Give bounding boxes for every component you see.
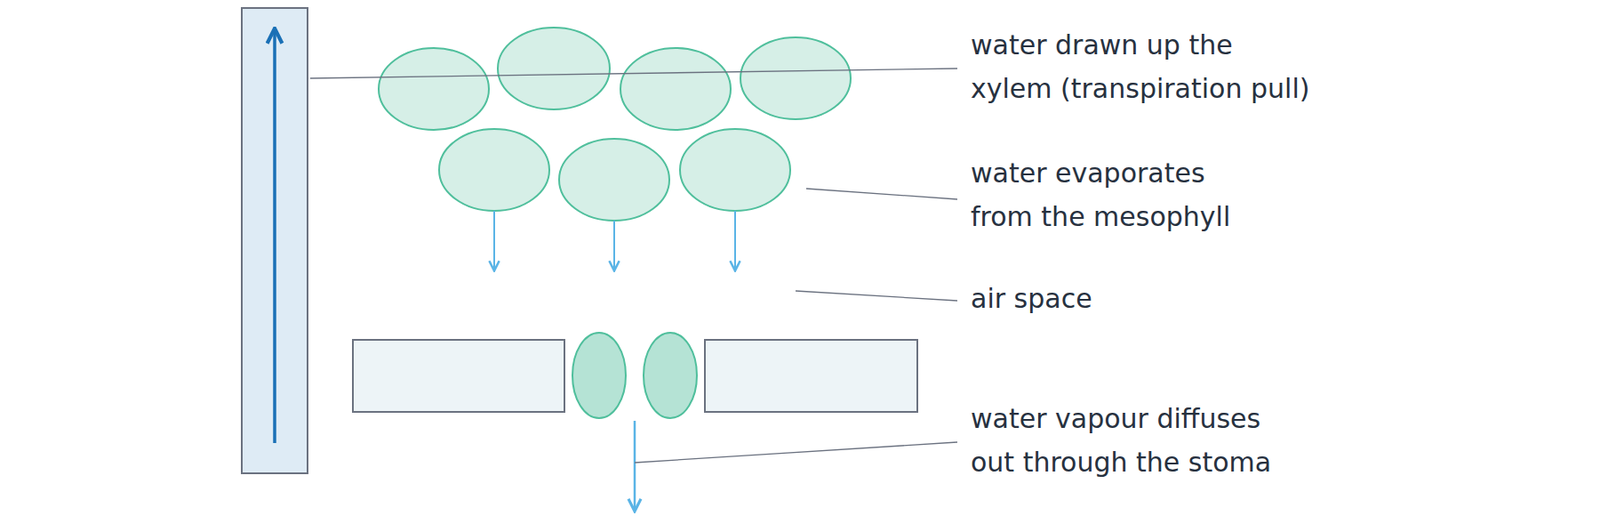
callout-label: water vapour diffuses out through the st… (970, 396, 1272, 484)
callout-label: water drawn up the xylem (transpiration … (970, 23, 1310, 111)
leader-line (795, 290, 958, 301)
evaporation-arrow (613, 220, 616, 270)
water-flow-arrow (272, 30, 277, 443)
mesophyll-cell (740, 37, 851, 120)
guard-cell (572, 332, 626, 418)
mesophyll-cell (559, 138, 670, 221)
mesophyll-cell (497, 27, 610, 110)
mesophyll-cell (620, 48, 731, 130)
leader-line (310, 68, 958, 79)
callout-label: water evaporates from the mesophyll (970, 151, 1231, 239)
guard-cell (643, 332, 697, 418)
epidermis-cell (352, 339, 565, 412)
epidermis-cell (704, 339, 918, 412)
vapour-arrow (633, 420, 637, 510)
mesophyll-cell (680, 128, 791, 211)
leader-line (806, 188, 958, 200)
callout-label: air space (970, 276, 1093, 320)
leader-line (634, 441, 958, 463)
evaporation-arrow (734, 210, 736, 270)
mesophyll-cell (439, 128, 550, 211)
mesophyll-cell (378, 48, 489, 130)
xylem-vessel (241, 8, 308, 473)
evaporation-arrow (493, 210, 496, 270)
